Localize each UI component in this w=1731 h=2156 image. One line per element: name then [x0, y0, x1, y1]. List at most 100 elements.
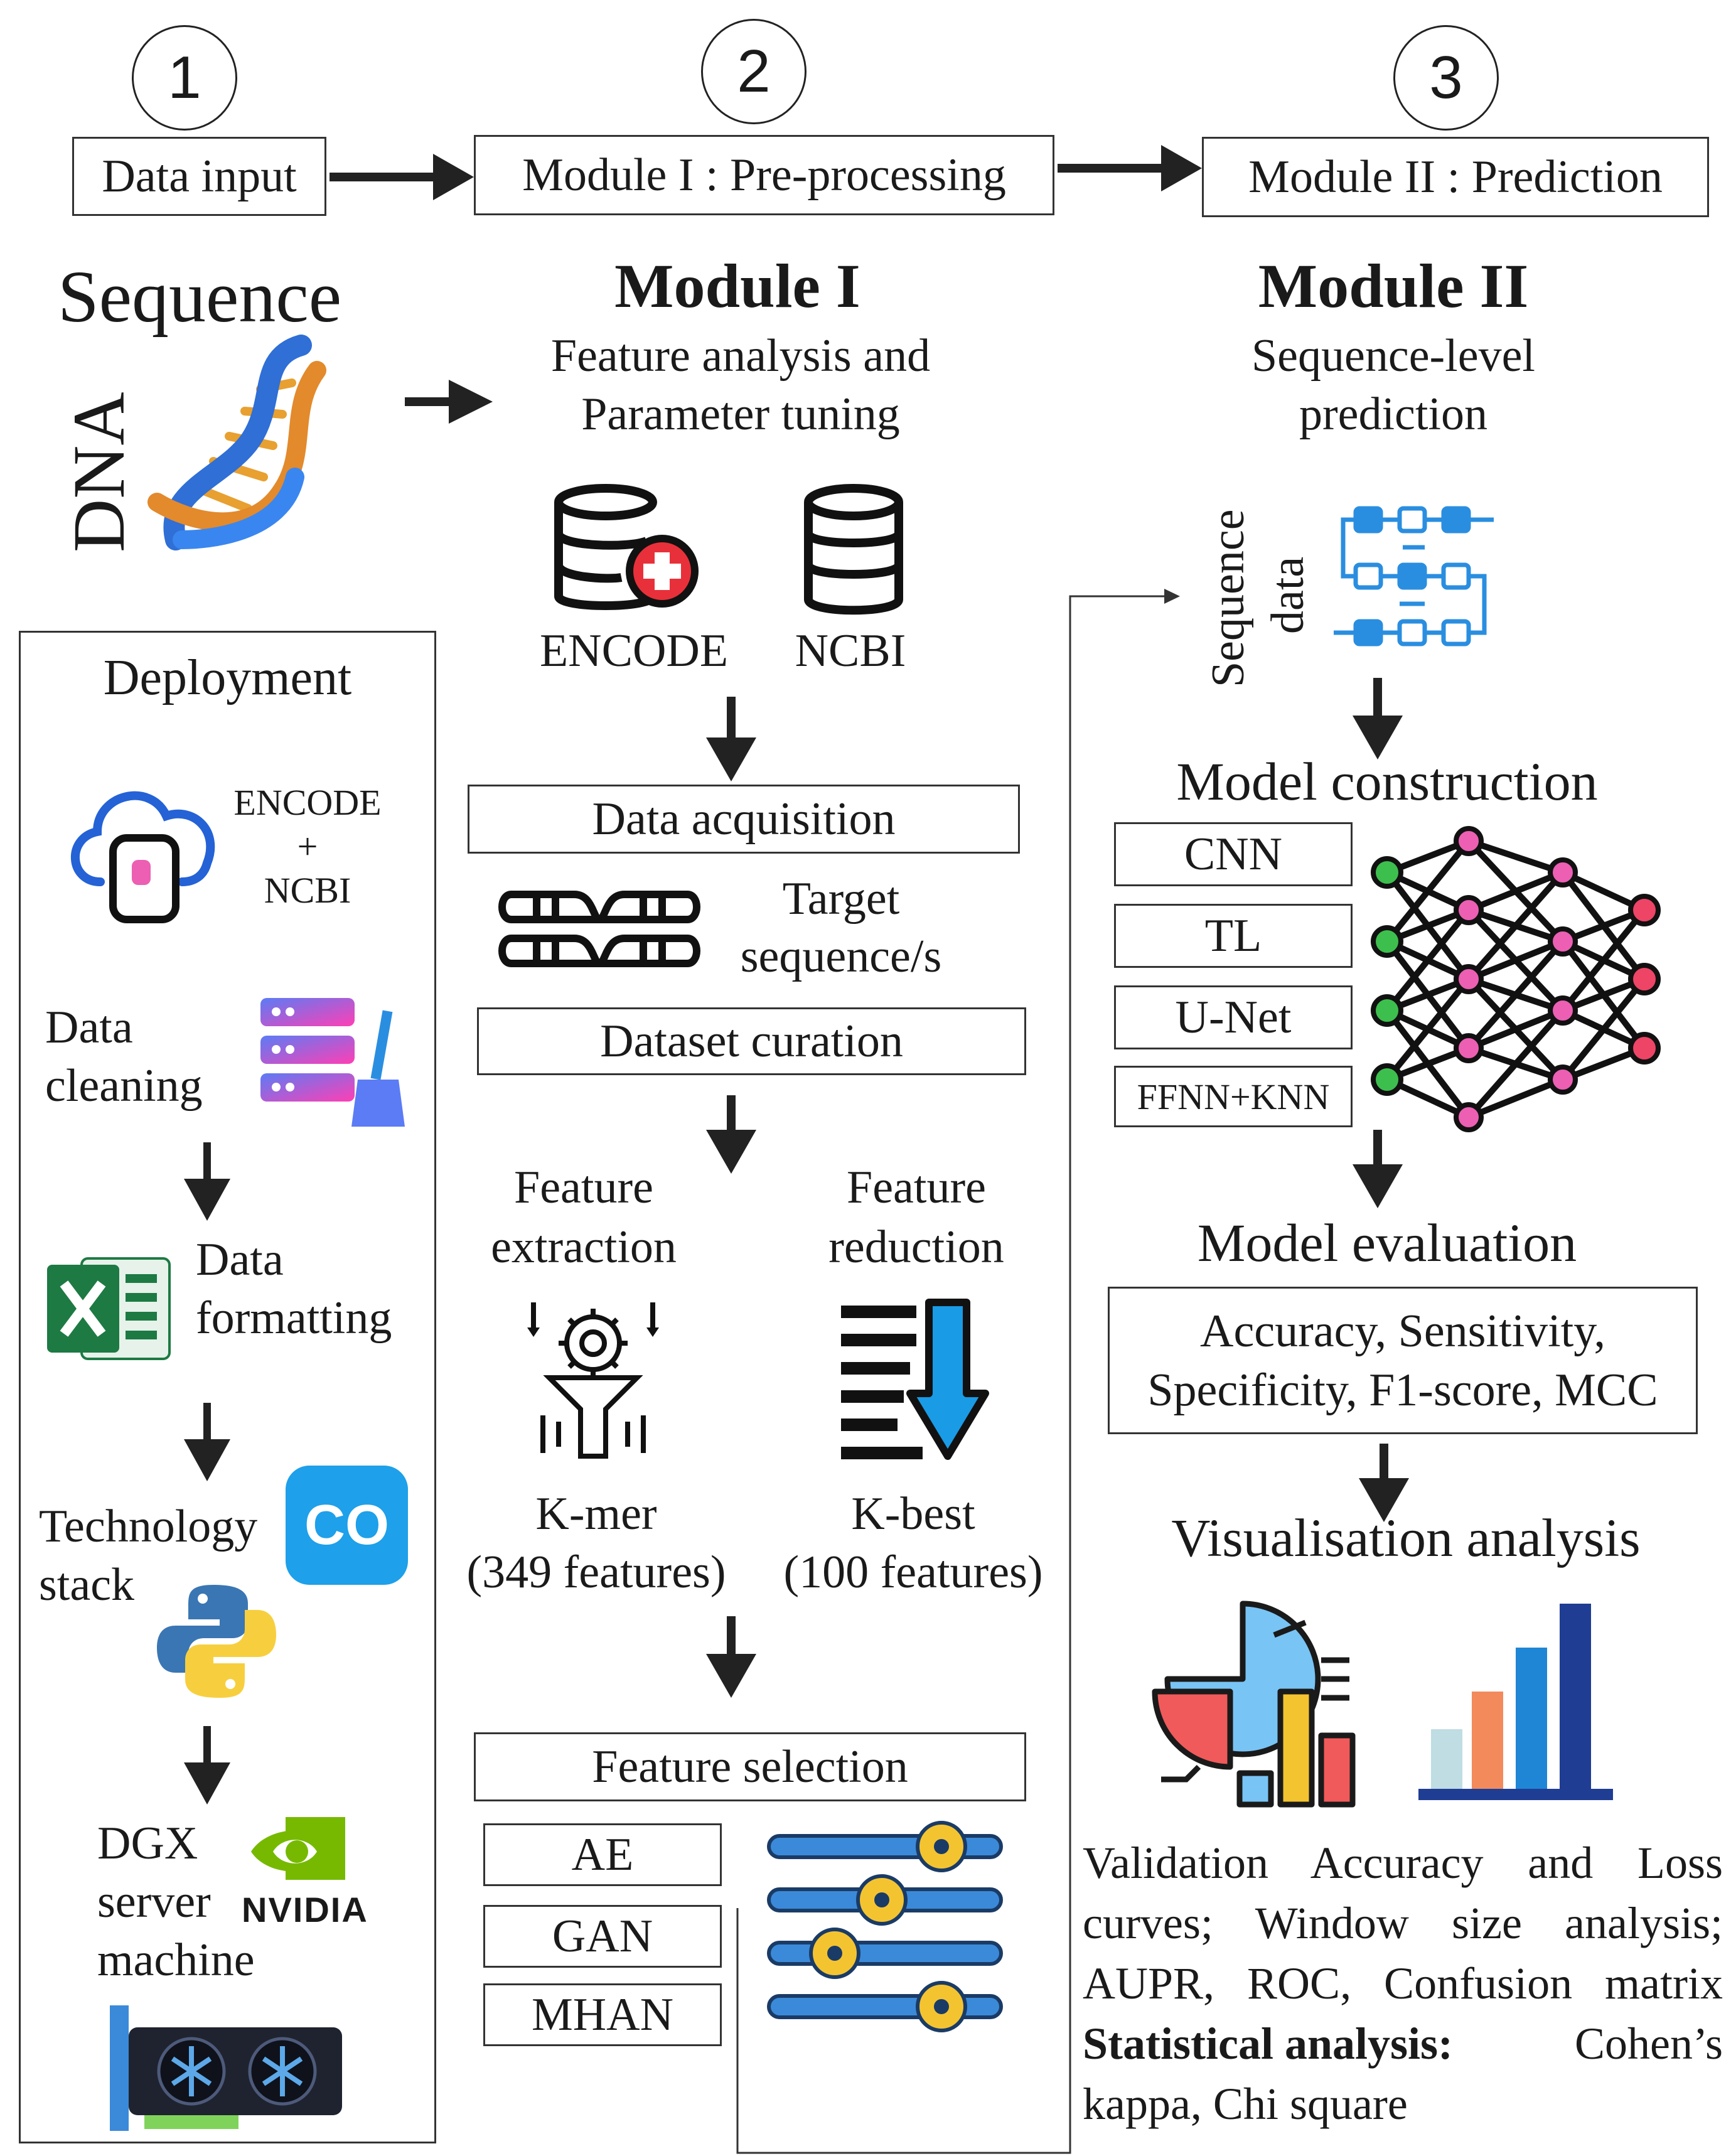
metrics-box: Accuracy, Sensitivity, Specificity, F1-s…	[1108, 1287, 1698, 1434]
formatting-label2: formatting	[196, 1292, 392, 1344]
prediction-box: Module II : Prediction	[1202, 137, 1709, 217]
dgx-label3: machine	[97, 1934, 255, 1986]
stat-bold: Statistical analysis:	[1083, 2019, 1454, 2069]
module2-subtitle1: Sequence-level	[1251, 330, 1535, 382]
stat-line: Statistical analysis: Cohen’s	[1083, 2014, 1723, 2074]
feature-reduction-label1: Feature	[847, 1162, 986, 1213]
module2-subtitle2: prediction	[1299, 389, 1487, 440]
ncbi-label: NCBI	[795, 625, 906, 677]
dataset-curation-label: Dataset curation	[600, 1015, 903, 1067]
metrics-line1: Accuracy, Sensitivity,	[1200, 1305, 1605, 1357]
method-mhan-label: MHAN	[531, 1988, 674, 2041]
method-ae: AE	[483, 1823, 722, 1886]
cloud-label2: +	[297, 826, 318, 867]
step-1-number: 1	[168, 44, 201, 111]
method-gan-label: GAN	[552, 1910, 653, 1962]
sequence-word: Sequence	[58, 255, 342, 338]
step-2-number: 2	[737, 38, 771, 105]
dna-word: DNA	[58, 392, 140, 552]
method-ae-label: AE	[571, 1828, 634, 1880]
bar-chart-icon	[1418, 1604, 1613, 1800]
python-icon	[157, 1585, 276, 1698]
dataset-curation-box: Dataset curation	[477, 1007, 1026, 1075]
vis-line3: AUPR, ROC, Confusion matrix	[1083, 1958, 1723, 2009]
kmer-label1: K-mer	[535, 1488, 657, 1540]
vis-line1: Validation Accuracy and Loss	[1083, 1838, 1723, 1888]
prediction-label: Module II : Prediction	[1248, 151, 1663, 203]
visualisation-description: Validation Accuracy and Loss curves; Win…	[1083, 1833, 1723, 2134]
sequence-data-label2: data	[1262, 556, 1314, 634]
cleaning-label1: Data	[45, 1002, 133, 1053]
metrics-line2: Specificity, F1-score, MCC	[1147, 1364, 1658, 1416]
dna-helix-icon	[147, 335, 326, 550]
data-input-label: Data input	[102, 150, 297, 202]
excel-icon	[47, 1257, 171, 1360]
formatting-label1: Data	[196, 1234, 284, 1285]
vis-line2: curves; Window size analysis;	[1083, 1898, 1723, 1948]
vis-line5: kappa, Chi square	[1083, 2079, 1408, 2129]
data-cleaning-icon	[260, 998, 405, 1127]
sliders-settings-icon	[767, 1821, 1003, 2032]
feature-selection-label: Feature selection	[592, 1740, 908, 1793]
feature-reduction-icon	[841, 1299, 989, 1460]
module1-subtitle2: Parameter tuning	[581, 389, 900, 440]
model-evaluation-title: Model evaluation	[1197, 1213, 1577, 1273]
model-cnn-label: CNN	[1184, 828, 1283, 880]
colab-icon: CO	[286, 1466, 408, 1585]
cloud-label3: NCBI	[264, 870, 351, 911]
stat-rest: Cohen’s	[1574, 2019, 1723, 2069]
model-unet: U-Net	[1114, 985, 1353, 1049]
visualisation-title: Visualisation analysis	[1171, 1508, 1641, 1568]
ncbi-database-icon	[804, 484, 903, 615]
feature-selection-box: Feature selection	[474, 1732, 1026, 1801]
sequence-data-label1: Sequence	[1203, 509, 1254, 687]
chromosome-icon	[498, 891, 700, 968]
model-ffnn-knn: FFNN+KNN	[1114, 1066, 1353, 1127]
data-acquisition-box: Data acquisition	[468, 785, 1020, 854]
pie-bar-analysis-icon	[1152, 1601, 1356, 1808]
cleaning-label2: cleaning	[45, 1060, 203, 1112]
model-tl: TL	[1114, 904, 1353, 968]
colab-label: CO	[304, 1493, 389, 1557]
target-label1: Target	[782, 873, 900, 925]
dgx-label2: server	[97, 1876, 211, 1928]
model-cnn: CNN	[1114, 822, 1353, 886]
data-input-box: Data input	[72, 137, 326, 216]
gpu-card-icon	[110, 2005, 342, 2131]
tech-label2: stack	[39, 1559, 135, 1611]
feature-extraction-label2: extraction	[491, 1221, 677, 1273]
step-3-circle: 3	[1393, 25, 1499, 131]
kbest-label2: (100 features)	[783, 1547, 1043, 1598]
feature-reduction-label2: reduction	[828, 1221, 1004, 1273]
model-ffnn-knn-label: FFNN+KNN	[1137, 1076, 1330, 1117]
step-3-number: 3	[1429, 44, 1463, 111]
deployment-panel	[19, 631, 436, 2143]
sequence-flow-icon	[1334, 506, 1494, 646]
nvidia-eye-icon	[251, 1817, 345, 1880]
module1-title: Module I	[614, 251, 860, 321]
method-gan: GAN	[483, 1905, 722, 1968]
tech-label1: Technology	[39, 1501, 258, 1552]
feature-extraction-gear-icon	[527, 1302, 659, 1459]
cloud-storage-icon	[71, 791, 215, 923]
step-2-circle: 2	[701, 19, 807, 124]
model-unet-label: U-Net	[1175, 991, 1292, 1043]
cloud-label1: ENCODE	[233, 782, 382, 823]
target-label2: sequence/s	[740, 931, 942, 982]
encode-database-icon	[554, 484, 699, 610]
feature-extraction-label1: Feature	[514, 1162, 653, 1213]
method-mhan: MHAN	[483, 1983, 722, 2046]
step-1-circle: 1	[132, 25, 237, 131]
model-construction-title: Model construction	[1176, 751, 1598, 812]
deployment-title: Deployment	[103, 650, 352, 705]
preprocessing-label: Module I : Pre-processing	[522, 149, 1006, 201]
encode-label: ENCODE	[539, 625, 729, 677]
model-tl-label: TL	[1204, 909, 1262, 962]
dgx-label1: DGX	[97, 1818, 198, 1869]
module-connector	[736, 595, 1174, 2154]
nvidia-wordmark: NVIDIA	[242, 1890, 368, 1929]
module1-subtitle1: Feature analysis and	[550, 330, 931, 382]
kmer-label2: (349 features)	[466, 1547, 726, 1598]
data-acquisition-label: Data acquisition	[592, 793, 896, 845]
